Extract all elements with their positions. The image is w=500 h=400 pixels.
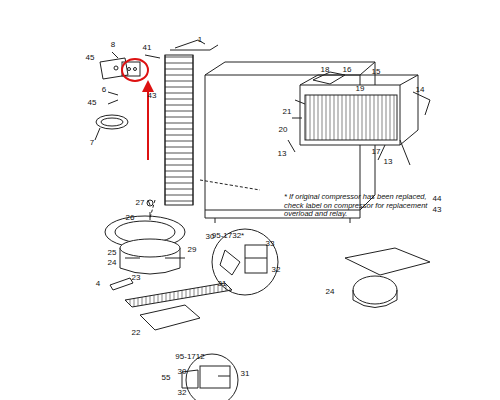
callout-number: 18	[321, 66, 330, 74]
callout-number: 15	[372, 68, 381, 76]
callout-number: 43	[433, 206, 442, 214]
callout-number: 1	[198, 36, 202, 44]
callout-number: 19	[356, 85, 365, 93]
callout-number: 8	[111, 41, 115, 49]
callout-number: 16	[343, 66, 352, 74]
callout-number: 24	[108, 259, 117, 267]
callout-number: 27	[136, 199, 145, 207]
callout-number: 21	[283, 108, 292, 116]
callout-number: 7	[90, 139, 94, 147]
callout-number: 31	[218, 280, 227, 288]
callout-number: 6	[102, 86, 106, 94]
callout-number: 95-1732*	[212, 232, 244, 240]
callout-number: 4	[96, 280, 100, 288]
callout-number: 55	[162, 374, 171, 382]
callout-number: 32	[178, 389, 187, 397]
callout-number: 45	[88, 99, 97, 107]
callout-number: 30	[206, 233, 215, 241]
callout-number: 43	[148, 92, 157, 100]
callout-number: 31	[241, 370, 250, 378]
callout-number: 17	[372, 148, 381, 156]
callout-number: 20	[279, 126, 288, 134]
callout-number: 22	[132, 329, 141, 337]
callout-number: 25	[108, 249, 117, 257]
callout-number: 95-1712	[175, 353, 204, 361]
callout-number: 30	[178, 368, 187, 376]
callout-number: 44	[433, 195, 442, 203]
footnote: * If original compressor has been replac…	[284, 193, 434, 219]
callout-number: 14	[416, 86, 425, 94]
callout-number: 29	[188, 246, 197, 254]
callout-number: 45	[86, 54, 95, 62]
callout-number: 33	[266, 240, 275, 248]
callout-number: 41	[143, 44, 152, 52]
callout-number: 24	[326, 288, 335, 296]
callout-number: 32	[272, 266, 281, 274]
callout-number: 26	[126, 214, 135, 222]
callout-number: 13	[278, 150, 287, 158]
callout-number: 13	[384, 158, 393, 166]
callout-number: 23	[132, 274, 141, 282]
